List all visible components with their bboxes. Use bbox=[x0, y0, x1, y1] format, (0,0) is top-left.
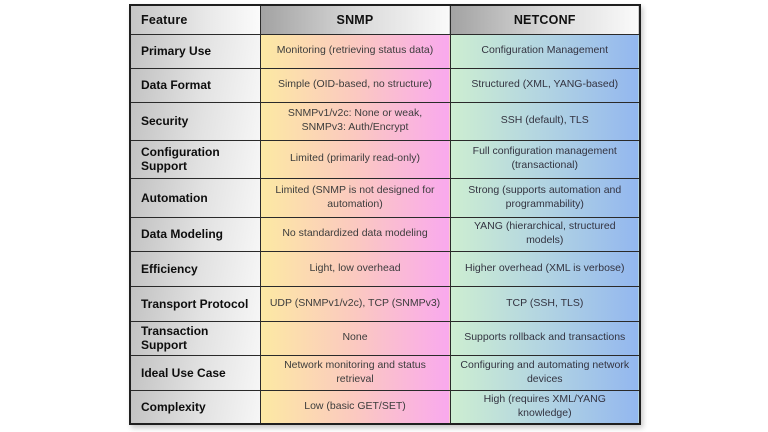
comparison-table-container: Feature SNMP NETCONF Primary Use Monitor… bbox=[129, 4, 641, 425]
netconf-cell: Configuration Management bbox=[449, 33, 641, 69]
feature-cell: Ideal Use Case bbox=[129, 354, 261, 391]
feature-cell: Efficiency bbox=[129, 250, 261, 287]
netconf-cell: SSH (default), TLS bbox=[449, 101, 641, 141]
table-row: Primary Use Monitoring (retrieving statu… bbox=[129, 33, 641, 69]
netconf-cell: TCP (SSH, TLS) bbox=[449, 285, 641, 322]
feature-cell: Automation bbox=[129, 177, 261, 218]
snmp-cell: None bbox=[259, 320, 451, 356]
feature-cell: Complexity bbox=[129, 389, 261, 425]
table-row: Automation Limited (SNMP is not designed… bbox=[129, 177, 641, 218]
netconf-cell: Configuring and automating network devic… bbox=[449, 354, 641, 391]
snmp-cell: Simple (OID-based, no structure) bbox=[259, 67, 451, 103]
table-row: Configuration Support Limited (primarily… bbox=[129, 139, 641, 179]
snmp-cell: Low (basic GET/SET) bbox=[259, 389, 451, 425]
snmp-cell: No standardized data modeling bbox=[259, 216, 451, 252]
table-row: Data Modeling No standardized data model… bbox=[129, 216, 641, 252]
netconf-cell: YANG (hierarchical, structured models) bbox=[449, 216, 641, 252]
snmp-cell: UDP (SNMPv1/v2c), TCP (SNMPv3) bbox=[259, 285, 451, 322]
feature-cell: Transport Protocol bbox=[129, 285, 261, 322]
netconf-cell: Full configuration management (transacti… bbox=[449, 139, 641, 179]
feature-cell: Configuration Support bbox=[129, 139, 261, 179]
netconf-cell: Structured (XML, YANG-based) bbox=[449, 67, 641, 103]
header-row: Feature SNMP NETCONF bbox=[129, 4, 641, 35]
table-row: Transaction Support None Supports rollba… bbox=[129, 320, 641, 356]
feature-cell: Transaction Support bbox=[129, 320, 261, 356]
snmp-cell: SNMPv1/v2c: None or weak, SNMPv3: Auth/E… bbox=[259, 101, 451, 141]
snmp-cell: Light, low overhead bbox=[259, 250, 451, 287]
column-header-snmp: SNMP bbox=[259, 4, 451, 35]
netconf-cell: Supports rollback and transactions bbox=[449, 320, 641, 356]
netconf-cell: High (requires XML/YANG knowledge) bbox=[449, 389, 641, 425]
feature-cell: Data Modeling bbox=[129, 216, 261, 252]
table-row: Transport Protocol UDP (SNMPv1/v2c), TCP… bbox=[129, 285, 641, 322]
table-row: Ideal Use Case Network monitoring and st… bbox=[129, 354, 641, 391]
column-header-netconf: NETCONF bbox=[449, 4, 641, 35]
table-row: Data Format Simple (OID-based, no struct… bbox=[129, 67, 641, 103]
table-row: Efficiency Light, low overhead Higher ov… bbox=[129, 250, 641, 287]
snmp-cell: Network monitoring and status retrieval bbox=[259, 354, 451, 391]
snmp-cell: Monitoring (retrieving status data) bbox=[259, 33, 451, 69]
snmp-cell: Limited (SNMP is not designed for automa… bbox=[259, 177, 451, 218]
netconf-cell: Higher overhead (XML is verbose) bbox=[449, 250, 641, 287]
snmp-cell: Limited (primarily read-only) bbox=[259, 139, 451, 179]
snmp-netconf-comparison-table: Feature SNMP NETCONF Primary Use Monitor… bbox=[129, 4, 641, 425]
table-row: Complexity Low (basic GET/SET) High (req… bbox=[129, 389, 641, 425]
feature-cell: Primary Use bbox=[129, 33, 261, 69]
netconf-cell: Strong (supports automation and programm… bbox=[449, 177, 641, 218]
table-row: Security SNMPv1/v2c: None or weak, SNMPv… bbox=[129, 101, 641, 141]
feature-cell: Security bbox=[129, 101, 261, 141]
feature-cell: Data Format bbox=[129, 67, 261, 103]
column-header-feature: Feature bbox=[129, 4, 261, 35]
